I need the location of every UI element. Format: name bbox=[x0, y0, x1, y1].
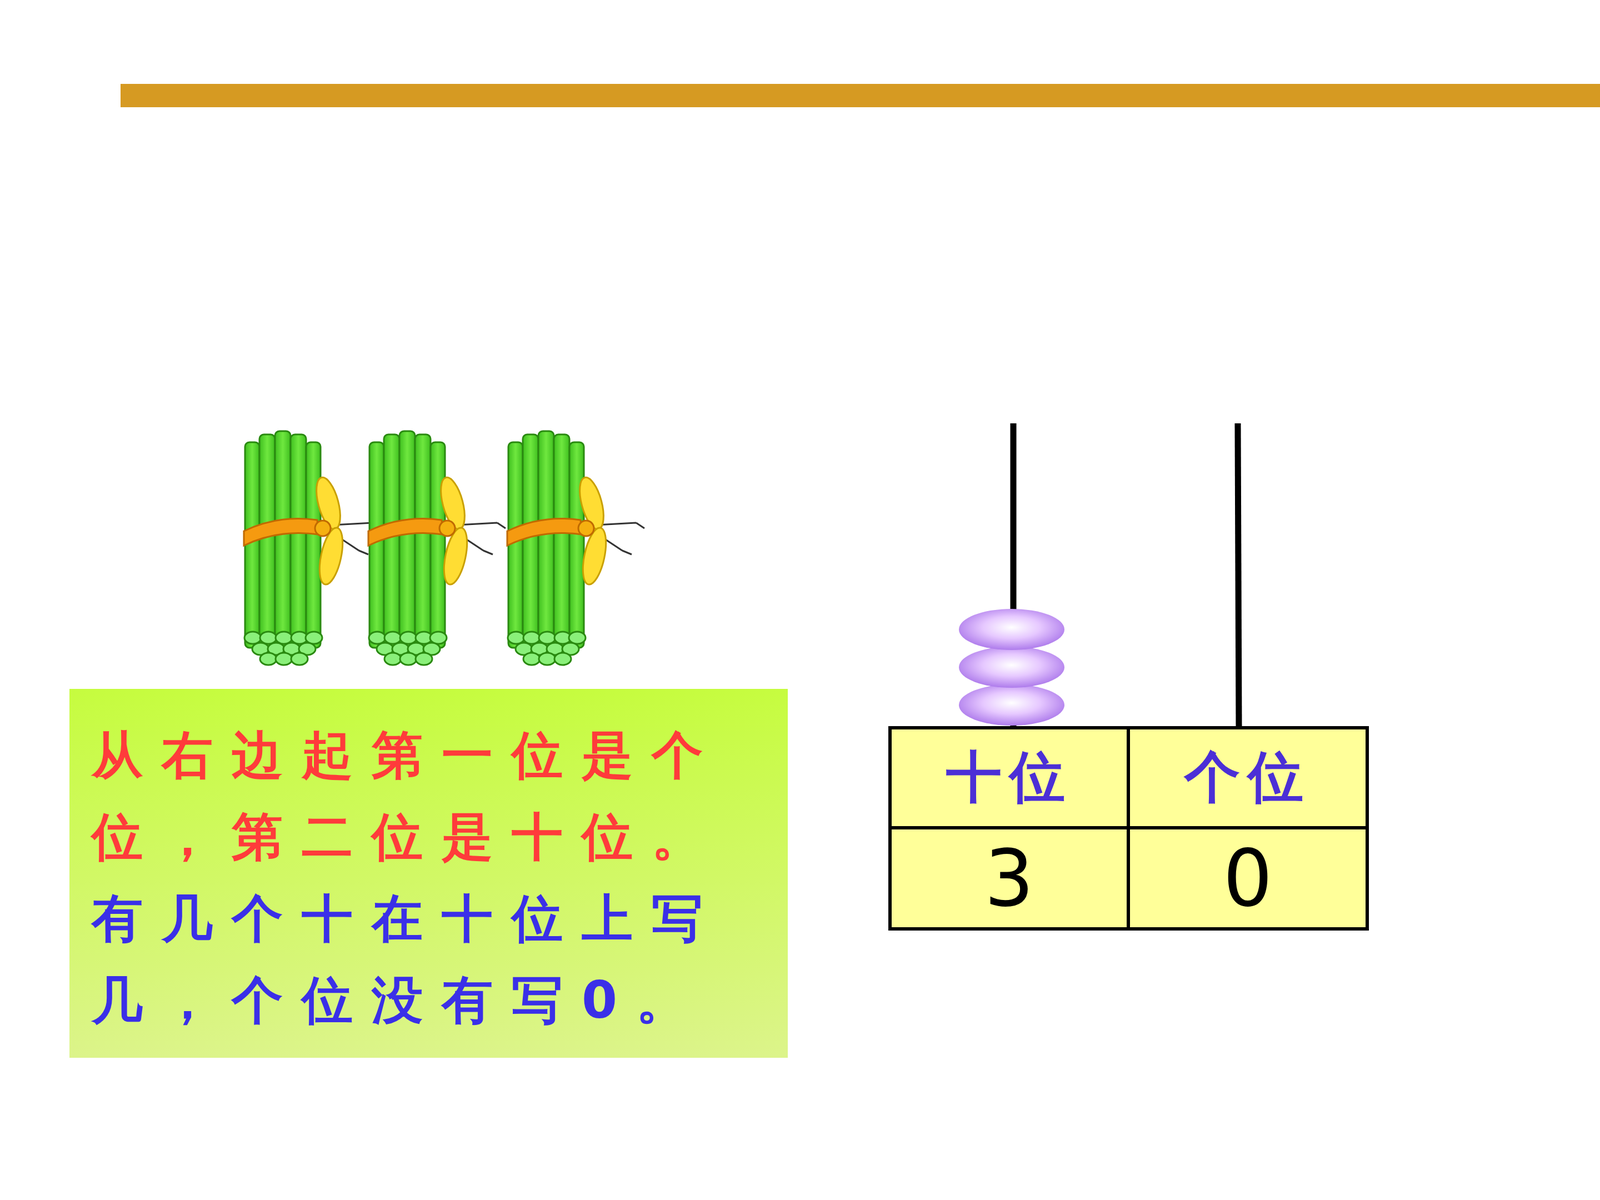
table-header: 个位 bbox=[1130, 729, 1366, 827]
stick-bundle bbox=[368, 431, 506, 665]
stick-bundle bbox=[507, 431, 645, 665]
abacus-bead bbox=[958, 684, 1065, 726]
table-digit: 3 bbox=[891, 829, 1127, 928]
abacus-bead bbox=[958, 646, 1065, 688]
stick-bundle bbox=[243, 431, 382, 665]
abacus-rod bbox=[1237, 423, 1239, 728]
abacus-bead bbox=[958, 608, 1065, 650]
note-text: 从右边起第一位是个位，第二位是十位。 bbox=[91, 714, 772, 878]
table-header: 十位 bbox=[891, 729, 1127, 827]
place-table bbox=[890, 727, 1368, 929]
table-line bbox=[890, 826, 1368, 830]
table-digit: 0 bbox=[1130, 829, 1366, 928]
note-text: 有几个十在十位上写几，个位没有写0。 bbox=[91, 877, 772, 1042]
note-box: 从右边起第一位是个位，第二位是十位。有几个十在十位上写几，个位没有写0。 bbox=[69, 688, 788, 1058]
top-bar bbox=[120, 83, 1600, 108]
